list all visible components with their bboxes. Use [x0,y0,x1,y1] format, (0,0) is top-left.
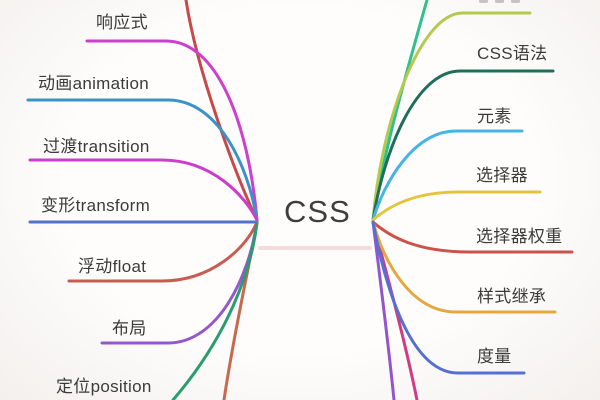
branch-line-selector-weight [371,220,574,254]
branch-label-animation[interactable]: 动画animation [38,74,150,93]
center-node-css[interactable]: CSS [284,194,351,229]
branch-line-css-syntax [371,69,555,222]
branch-label-responsive[interactable]: 响应式 [96,13,148,32]
branch-line-style-inheritance [371,220,557,314]
branch-label-css-syntax[interactable]: CSS语法 [477,44,548,63]
top-right-clipped-branch-line [371,11,532,222]
branch-line-selector [371,190,542,222]
branch-label-transition[interactable]: 过渡transition [43,137,150,156]
branch-label-selector[interactable]: 选择器 [476,166,528,185]
branch-label-selector-weight[interactable]: 选择器权重 [476,227,563,246]
branch-label-transform[interactable]: 变形transform [41,196,151,215]
top-right-offscreen-branch-line [371,0,429,222]
branch-line-transition [28,158,259,222]
top-left-offscreen-branch-line [184,0,259,222]
branch-label-measurement[interactable]: 度量 [477,347,512,366]
branch-label-position[interactable]: 定位position [56,377,152,396]
branch-line-float [67,220,259,283]
branch-line-animation [26,98,259,222]
branch-label-float[interactable]: 浮动float [78,257,147,276]
branch-line-measurement [371,220,526,375]
branch-label-layout[interactable]: 布局 [112,319,147,338]
branch-label-style-inheritance[interactable]: 样式继承 [477,287,547,306]
center-node-underline [258,246,372,250]
branch-line-element [371,129,524,222]
branch-line-responsive [85,39,259,222]
branch-label-element[interactable]: 元素 [477,107,512,126]
clipped-label-fragment [479,0,520,3]
branch-line-position [171,221,259,400]
